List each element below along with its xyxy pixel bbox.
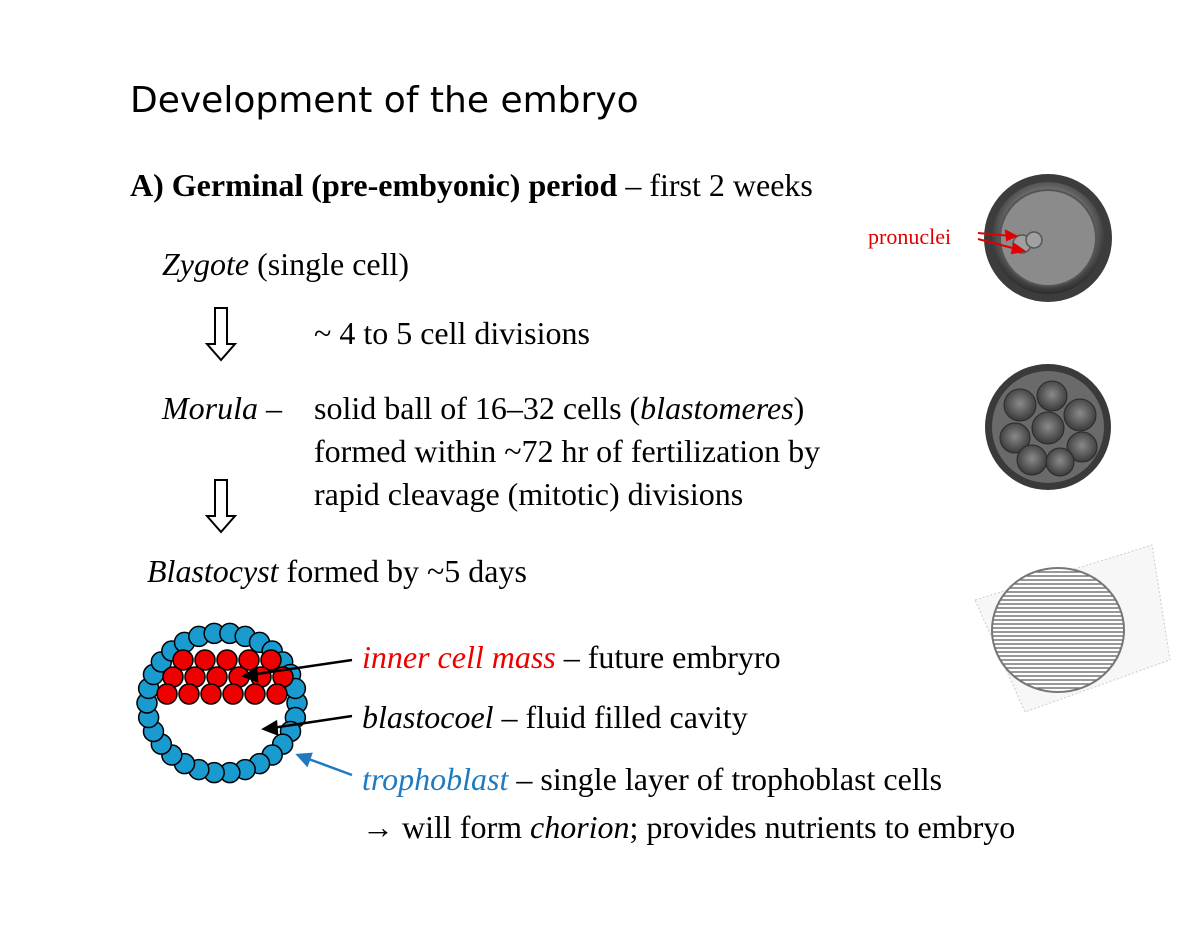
inner-cell-mass-cell: [238, 649, 260, 671]
inner-cell-mass-cell: [244, 683, 266, 705]
blastocyst-line: Blastocyst formed by ~5 days: [147, 550, 527, 592]
section-heading-rest: – first 2 weeks: [617, 167, 813, 203]
hollow-down-arrow-icon: [204, 307, 238, 362]
blastocyst-desc: formed by ~5 days: [278, 553, 527, 589]
trophoblast-term: trophoblast: [362, 761, 509, 797]
morula-line-3: rapid cleavage (mitotic) divisions: [314, 476, 744, 512]
zygote-term: Zygote: [162, 246, 250, 282]
inner-cell-mass-cell: [200, 683, 222, 705]
zygote-line: Zygote (single cell): [162, 243, 409, 285]
morula-photo: [985, 364, 1111, 490]
chorion-line: → will form chorion; provides nutrients …: [362, 806, 1015, 848]
blastomeres-term: blastomeres: [640, 390, 794, 426]
chorion-prefix: → will form: [362, 809, 530, 845]
zygote-photo: [984, 174, 1112, 302]
icm-pointer: [241, 658, 353, 683]
morula-term-line: Morula –: [162, 387, 282, 429]
inner-cell-mass-cell: [216, 649, 238, 671]
morula-line1-a: solid ball of 16–32 cells (: [314, 390, 641, 426]
blastocyst-term: Blastocyst: [147, 553, 279, 589]
morula-dash: –: [258, 390, 282, 426]
trophoblast-desc: – single layer of trophoblast cells: [508, 761, 943, 797]
blastocyst-diagram: [136, 622, 308, 784]
morula-line-1: solid ball of 16–32 cells (blastomeres): [314, 387, 804, 429]
blastocoel-pointer: [261, 714, 353, 736]
pronuclei-arrows: [977, 229, 1027, 255]
morula-term: Morula: [162, 390, 258, 426]
inner-cell-mass-cell: [260, 649, 282, 671]
inner-cell-mass-cell: [172, 649, 194, 671]
morula-line-2: formed within ~72 hr of fertilization by: [314, 433, 821, 469]
blastocoel-desc: – fluid filled cavity: [493, 699, 748, 735]
trophoblast-pointer: [295, 752, 353, 777]
inner-cell-mass-cell: [178, 683, 200, 705]
zygote-desc: (single cell): [249, 246, 410, 282]
inner-cell-mass-cell: [194, 649, 216, 671]
blastocoel-term: blastocoel: [362, 699, 494, 735]
inner-cell-mass-cell: [222, 683, 244, 705]
icm-desc: – future embryro: [555, 639, 781, 675]
chorion-term: chorion: [529, 809, 630, 845]
trophoblast-label: trophoblast – single layer of trophoblas…: [362, 758, 942, 800]
division-note: ~ 4 to 5 cell divisions: [314, 315, 590, 351]
pronuclei-label: pronuclei: [868, 224, 952, 249]
hollow-down-arrow-icon: [204, 479, 238, 534]
chorion-suffix: ; provides nutrients to embryo: [629, 809, 1016, 845]
morula-line1-b: ): [793, 390, 805, 426]
section-heading: A) Germinal (pre-embyonic) period – firs…: [130, 164, 813, 206]
icm-term: inner cell mass: [362, 639, 556, 675]
section-heading-bold: A) Germinal (pre-embyonic) period: [130, 167, 618, 203]
icm-label: inner cell mass – future embryro: [362, 636, 781, 678]
inner-cell-mass-cell: [266, 683, 288, 705]
inner-cell-mass-cell: [156, 683, 178, 705]
blastocoel-label: blastocoel – fluid filled cavity: [362, 696, 748, 738]
blastocyst-photo: [974, 544, 1171, 713]
slide-title: Development of the embryo: [130, 80, 639, 121]
